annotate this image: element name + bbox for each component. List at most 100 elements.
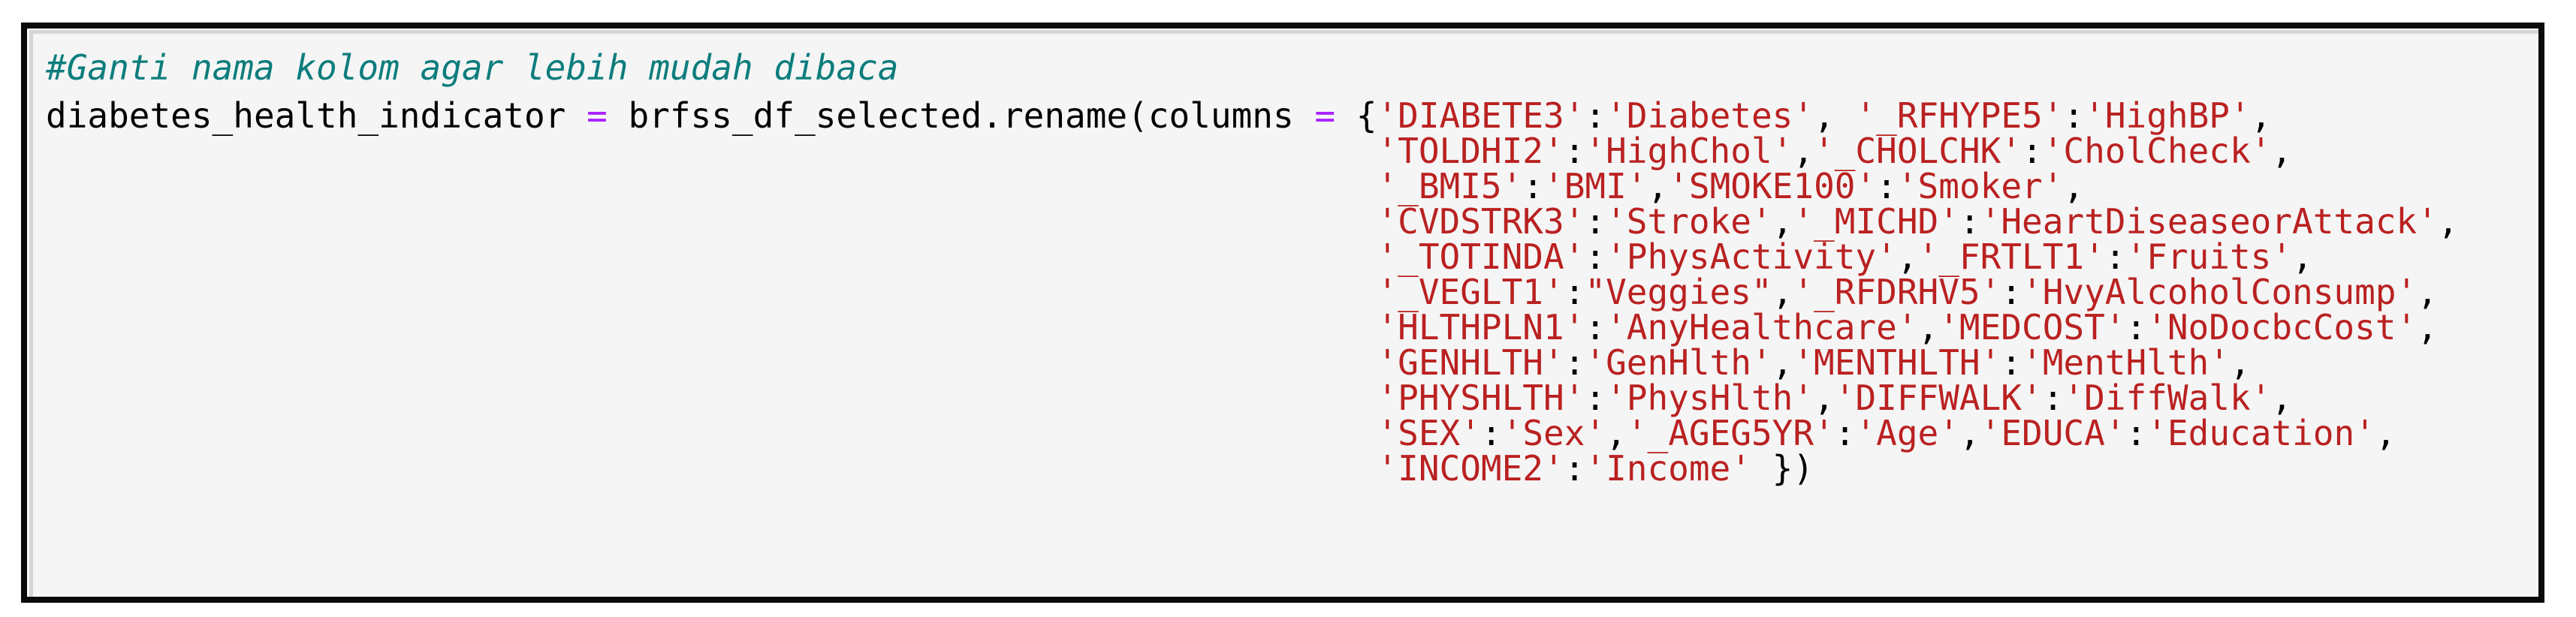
code-token-str: 'PHYSHLTH' (1377, 378, 1585, 418)
code-token-str: 'Smoker' (1896, 166, 2064, 206)
code-token-str: '_VEGLT1' (1377, 272, 1564, 312)
code-token-str: 'Fruits' (2125, 236, 2293, 277)
code-token-plain: , (2063, 166, 2085, 206)
code-token-plain: : (2125, 413, 2147, 453)
code-token-plain: : (1585, 201, 1606, 242)
code-token-plain: : (1564, 342, 1585, 383)
code-token-str: 'INCOME2' (1377, 448, 1564, 489)
code-token-plain: : (2022, 131, 2043, 171)
code-token-plain: : (2001, 342, 2022, 383)
code-token-str: '_BMI5' (1377, 166, 1523, 206)
code-token-str: '_CHOLCHK' (1814, 131, 2022, 171)
code-token-plain: : (1522, 166, 1544, 206)
code-token-plain (46, 448, 1377, 489)
code-token-plain: { (1335, 95, 1377, 136)
code-token-str: 'HvyAlcoholConsump' (2022, 272, 2418, 312)
code-token-op: = (587, 95, 608, 136)
code-token-plain: , (1814, 95, 1856, 136)
code-token-plain: , (1814, 378, 1835, 418)
code-token-str: 'DIABETE3' (1377, 95, 1585, 136)
code-token-plain: , (1647, 166, 1669, 206)
code-token-plain: diabetes_health_indicator (46, 95, 587, 136)
code-token-plain: : (1834, 413, 1856, 453)
code-token-plain: , (2417, 307, 2438, 348)
code-token-plain (46, 307, 1377, 348)
code-token-str: '_AGEG5YR' (1626, 413, 1835, 453)
code-token-str: 'Diabetes' (1606, 95, 1814, 136)
code-token-plain: : (1876, 166, 1897, 206)
code-token-plain: , (2437, 201, 2459, 242)
code-token-plain: : (1564, 131, 1585, 171)
code-token-str: 'DIFFWALK' (1834, 378, 2043, 418)
code-line: 'SEX':'Sex','_AGEG5YR':'Age','EDUCA':'Ed… (46, 416, 2538, 451)
code-token-plain: , (2271, 378, 2293, 418)
code-token-plain: , (2292, 236, 2313, 277)
code-token-plain: : (2001, 272, 2022, 312)
code-line: 'INCOME2':'Income' }) (46, 451, 2538, 486)
code-line: '_TOTINDA':'PhysActivity','_FRTLT1':'Fru… (46, 239, 2538, 275)
code-token-str: 'GenHlth' (1585, 342, 1772, 383)
code-line: '_BMI5':'BMI','SMOKE100':'Smoker', (46, 169, 2538, 204)
code-token-str: 'TOLDHI2' (1377, 131, 1564, 171)
code-token-str: 'Education' (2146, 413, 2375, 453)
code-token-str: '_TOTINDA' (1377, 236, 1585, 277)
code-token-plain: : (1585, 95, 1606, 136)
code-token-str: 'Sex' (1501, 413, 1606, 453)
code-line: 'GENHLTH':'GenHlth','MENTHLTH':'MentHlth… (46, 345, 2538, 381)
code-token-plain: , (1772, 201, 1793, 242)
code-token-plain: : (2125, 307, 2147, 348)
code-token-plain: : (1564, 448, 1585, 489)
code-token-plain: , (1793, 131, 1814, 171)
code-line: '_VEGLT1':"Veggies",'_RFDRHV5':'HvyAlcoh… (46, 275, 2538, 310)
code-token-comment: #Ganti nama kolom agar lebih mudah dibac… (46, 47, 899, 88)
code-token-plain (46, 166, 1377, 206)
code-token-str: 'EDUCA' (1980, 413, 2126, 453)
code-line: 'TOLDHI2':'HighChol','_CHOLCHK':'CholChe… (46, 134, 2538, 169)
code-token-plain: : (1564, 272, 1585, 312)
code-token-plain: , (2271, 131, 2293, 171)
code-token-plain: , (1772, 272, 1793, 312)
code-token-plain (46, 236, 1377, 277)
code-token-str: '_RFDRHV5' (1793, 272, 2001, 312)
code-token-plain: brfss_df_selected.rename(columns (607, 95, 1315, 136)
code-editor[interactable]: #Ganti nama kolom agar lebih mudah dibac… (33, 34, 2538, 486)
code-token-plain (46, 342, 1377, 383)
code-token-plain (46, 201, 1377, 242)
code-token-str: 'MENTHLTH' (1793, 342, 2001, 383)
code-token-str: 'GENHLTH' (1377, 342, 1564, 383)
code-token-plain: : (2104, 236, 2126, 277)
code-token-str: 'PhysActivity' (1606, 236, 1897, 277)
code-token-plain: , (2417, 272, 2438, 312)
code-token-str: 'SMOKE100' (1668, 166, 1877, 206)
code-token-plain: : (1585, 236, 1606, 277)
code-token-plain (46, 131, 1377, 171)
code-token-plain: : (1959, 201, 1980, 242)
code-token-plain: : (1480, 413, 1502, 453)
code-line: 'CVDSTRK3':'Stroke','_MICHD':'HeartDisea… (46, 204, 2538, 239)
code-token-str: 'MentHlth' (2022, 342, 2230, 383)
code-token-op: = (1314, 95, 1336, 136)
code-token-str: 'DiffWalk' (2063, 378, 2272, 418)
code-token-str: 'HighChol' (1585, 131, 1793, 171)
code-cell[interactable]: #Ganti nama kolom agar lebih mudah dibac… (29, 30, 2538, 597)
code-line: 'HLTHPLN1':'AnyHealthcare','MEDCOST':'No… (46, 310, 2538, 345)
code-token-str: 'HighBP' (2084, 95, 2251, 136)
code-token-str: 'PhysHlth' (1606, 378, 1814, 418)
code-token-str: '_FRTLT1' (1917, 236, 2105, 277)
code-token-str: '_RFHYPE5' (1855, 95, 2064, 136)
code-token-plain: : (2042, 378, 2064, 418)
code-token-plain: : (1585, 378, 1606, 418)
code-token-plain: }) (1751, 448, 1814, 489)
code-cell-frame: #Ganti nama kolom agar lebih mudah dibac… (21, 23, 2544, 603)
code-token-plain (46, 272, 1377, 312)
code-token-str: 'HeartDiseaseorAttack' (1980, 201, 2438, 242)
code-token-str: '_MICHD' (1793, 201, 1959, 242)
code-token-str: 'Stroke' (1606, 201, 1772, 242)
code-token-str: 'AnyHealthcare' (1606, 307, 1918, 348)
code-token-str: 'BMI' (1543, 166, 1648, 206)
code-token-plain: , (1917, 307, 1939, 348)
code-token-plain: , (1959, 413, 1980, 453)
code-line: #Ganti nama kolom agar lebih mudah dibac… (46, 50, 2538, 86)
code-token-str: 'Age' (1855, 413, 1959, 453)
code-token-plain: , (1606, 413, 1627, 453)
